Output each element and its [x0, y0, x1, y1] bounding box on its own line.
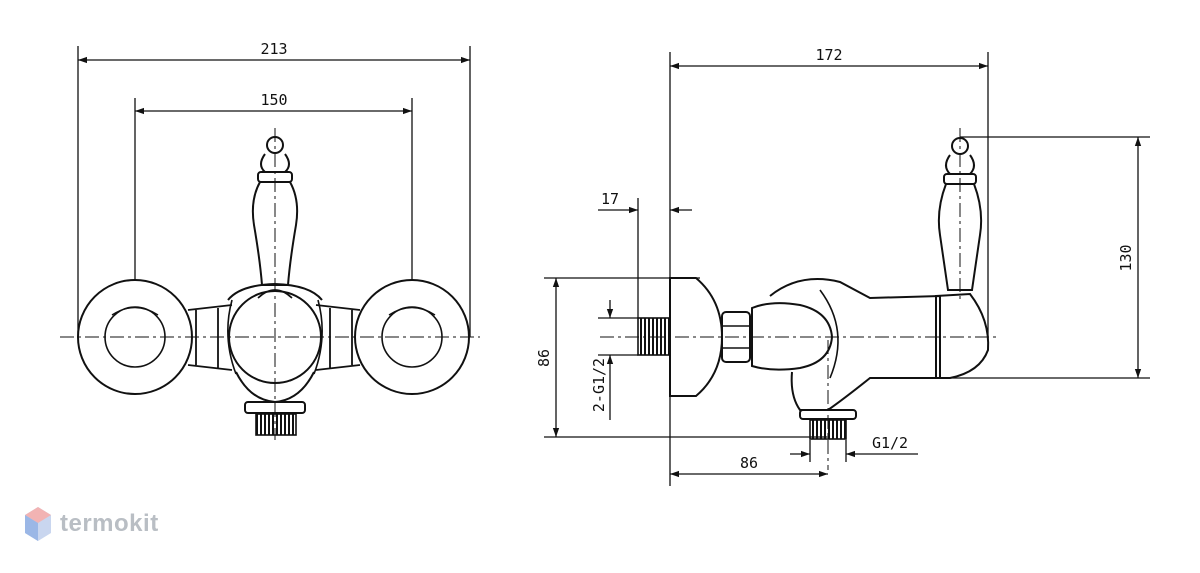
- dim-front-overall-width: 213: [260, 40, 287, 58]
- front-dimensions: [77, 46, 471, 337]
- dim-side-body-height: 86: [535, 349, 553, 367]
- side-centerlines: [600, 128, 1000, 470]
- dim-outlet-thread: G1/2: [872, 434, 908, 452]
- front-centerlines: [60, 128, 480, 440]
- side-dimensions: [544, 52, 1150, 486]
- left-arm: [187, 304, 233, 371]
- side-lever-handle: [935, 137, 990, 379]
- side-view: [637, 137, 990, 440]
- dim-inlet-thread: 2-G1/2: [590, 358, 608, 412]
- dim-side-depth: 172: [815, 46, 842, 64]
- dim-side-handle-height: 130: [1117, 244, 1135, 271]
- brand-name: termokit: [60, 510, 159, 537]
- front-outlet-thread: [255, 413, 297, 436]
- side-body: [751, 278, 941, 420]
- dim-side-wall-offset: 17: [601, 190, 619, 208]
- brand-watermark: termokit: [24, 506, 159, 542]
- dim-front-center-spacing: 150: [260, 91, 287, 109]
- front-view: [77, 136, 470, 436]
- brand-logo-icon: [25, 507, 51, 541]
- right-arm: [315, 304, 361, 371]
- dim-side-outlet-offset: 86: [740, 454, 758, 472]
